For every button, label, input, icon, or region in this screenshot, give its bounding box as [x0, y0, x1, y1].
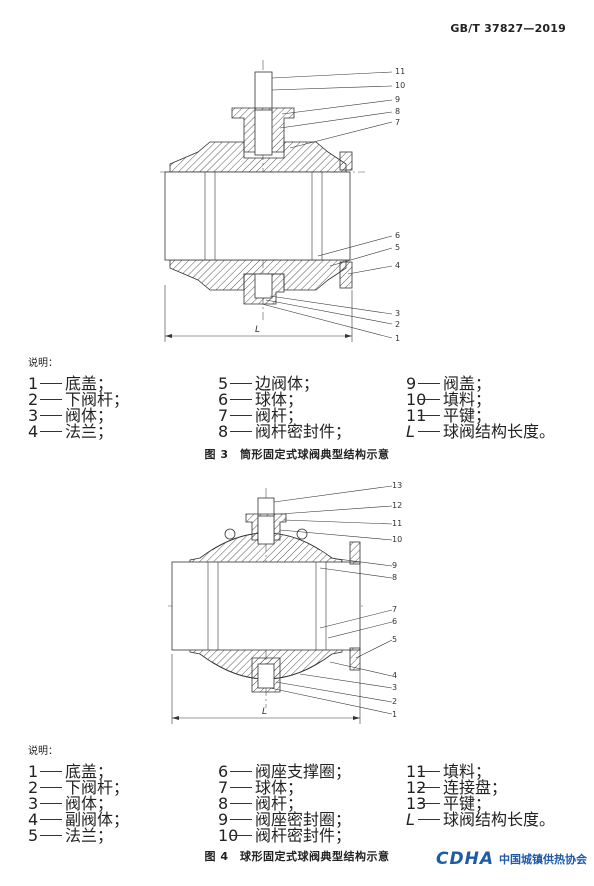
callout-11: 11 [395, 67, 405, 76]
callout-2: 2 [395, 320, 400, 329]
callout-9: 9 [395, 95, 400, 104]
logo-text: 中国城镇供热协会 [498, 853, 587, 866]
association-logo: CDHA 中国城镇供热协会 [436, 849, 587, 869]
callout-4: 4 [395, 261, 400, 270]
document-code: GB/T 37827—2019 [450, 22, 566, 35]
callout-6: 6 [392, 617, 397, 626]
callout-4: 4 [392, 671, 397, 680]
dimension-label: L [255, 325, 260, 335]
spherical-ball-valve-drawing: 13 12 11 10 9 8 7 6 5 4 3 2 1 L [168, 481, 402, 724]
callout-5: 5 [392, 635, 397, 644]
figure-4-caption: 图 4 球形固定式球阀典型结构示意 [204, 850, 390, 863]
callout-1: 1 [395, 334, 400, 343]
callout-3: 3 [395, 309, 400, 318]
callout-13: 13 [392, 481, 402, 490]
figure-3-drawing: 11 10 9 8 7 6 5 4 3 2 1 L [0, 60, 594, 350]
callout-10: 10 [392, 535, 402, 544]
figure-3-legend-title: 说明： [28, 358, 58, 369]
callout-7: 7 [392, 605, 397, 614]
callout-3: 3 [392, 683, 397, 692]
callout-11: 11 [392, 519, 402, 528]
callout-12: 12 [392, 501, 402, 510]
figure-4-drawing: 13 12 11 10 9 8 7 6 5 4 3 2 1 L [0, 478, 594, 730]
callout-2: 2 [392, 697, 397, 706]
logo-mark: CDHA [436, 849, 494, 869]
callout-9: 9 [392, 561, 397, 570]
callout-8: 8 [395, 107, 400, 116]
figure-4-legend-title: 说明： [28, 746, 58, 757]
dimension-label: L [262, 707, 267, 717]
cylindrical-ball-valve-drawing: 11 10 9 8 7 6 5 4 3 2 1 L [160, 60, 405, 343]
figure-3-caption: 图 3 筒形固定式球阀典型结构示意 [204, 448, 390, 461]
callout-7: 7 [395, 118, 400, 127]
callout-10: 10 [395, 81, 405, 90]
callout-5: 5 [395, 243, 400, 252]
callout-6: 6 [395, 231, 400, 240]
callout-1: 1 [392, 710, 397, 719]
callout-8: 8 [392, 573, 397, 582]
